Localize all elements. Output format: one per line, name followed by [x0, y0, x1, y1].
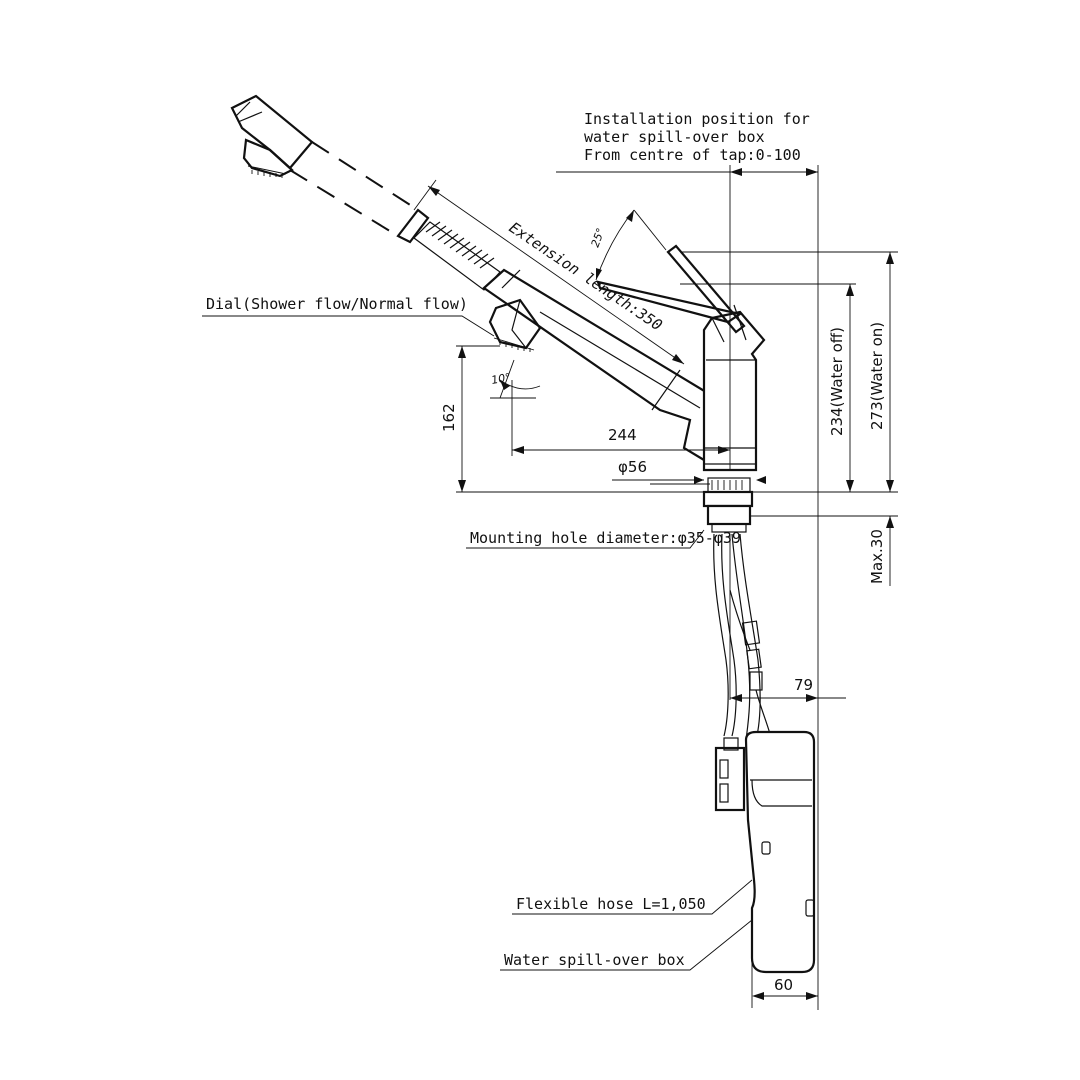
spill-box-label: Water spill-over box — [504, 951, 685, 969]
dimension-water-on-label: 273(Water on) — [868, 322, 886, 430]
spill-box-position-line-3: From centre of tap:0-100 — [584, 146, 801, 164]
spill-over-box — [714, 730, 816, 974]
dimension-lines — [202, 165, 898, 1010]
dimension-162-label: 162 — [440, 403, 458, 432]
dimension-max-30-label: Max.30 — [868, 529, 886, 584]
extended-spray-head — [230, 94, 430, 244]
spill-box-position-label: Installation position for water spill-ov… — [584, 110, 810, 164]
spill-box-position-line-1: Installation position for — [584, 110, 810, 128]
spill-box-position-line-2: water spill-over box — [584, 128, 765, 146]
hose-coil — [413, 221, 501, 291]
supply-hoses — [713, 533, 771, 741]
flexible-hose-label: Flexible hose L=1,050 — [516, 895, 706, 913]
tap-body — [596, 244, 766, 472]
angle-10-label: 10° — [490, 371, 511, 387]
dimension-244-label: 244 — [608, 426, 637, 444]
dimension-60-label: 60 — [774, 976, 793, 994]
dimension-water-off-label: 234(Water off) — [828, 327, 846, 436]
mounting-hole-label: Mounting hole diameter:φ35-φ39 — [470, 529, 741, 547]
spout — [482, 268, 722, 462]
dimension-79-label: 79 — [794, 676, 813, 694]
dial-label: Dial(Shower flow/Normal flow) — [206, 295, 468, 313]
angle-25-label: 25° — [589, 226, 608, 249]
mounting-shank — [702, 477, 754, 533]
dimension-56-label: φ56 — [618, 458, 647, 476]
